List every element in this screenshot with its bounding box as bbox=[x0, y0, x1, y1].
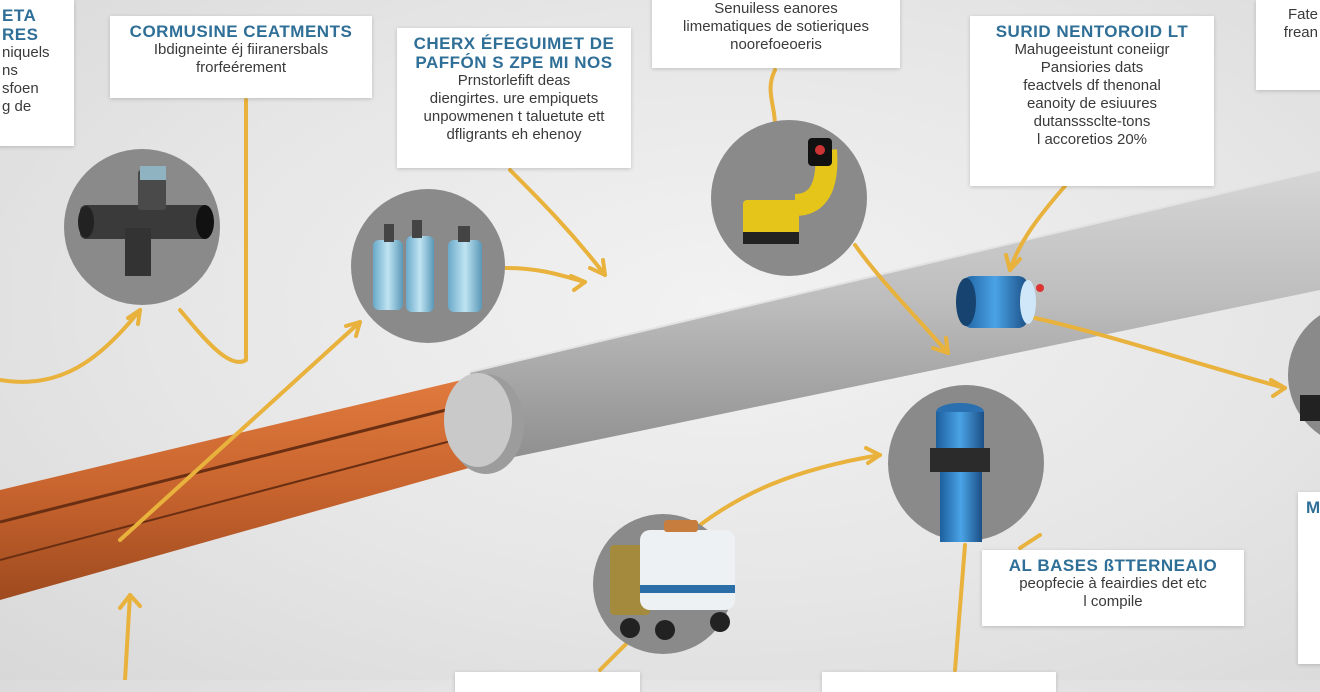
card-title: CHERX ÉFEGUIMET DE PAFFÓN S ZPE MI NOS bbox=[413, 34, 615, 72]
orange-pipe bbox=[0, 373, 524, 600]
card-corrosion-treatments: CORMUSINE CEATMENTS Ibdigneinte éj fiira… bbox=[110, 16, 372, 98]
card-body: Ibdigneinte éj fiiranersbals frorfeéreme… bbox=[153, 41, 329, 76]
gray-pipe bbox=[469, 169, 1320, 462]
card-title: M bbox=[1306, 498, 1320, 517]
card-cherx: CHERX ÉFEGUIMET DE PAFFÓN S ZPE MI NOS P… bbox=[397, 28, 631, 168]
service-truck-node bbox=[593, 514, 735, 654]
blue-coupling-node bbox=[956, 276, 1044, 328]
card-body: Prnstorlefift deas diengirtes. ure empiq… bbox=[423, 72, 605, 143]
yellow-pump-icon bbox=[743, 138, 838, 244]
card-top-center: Senuiless eanores limematiques de sotier… bbox=[652, 0, 900, 68]
pipe-component-icon bbox=[1300, 395, 1320, 421]
filter-cartridges-node bbox=[351, 189, 505, 343]
t-pipe-fitting-node bbox=[64, 149, 220, 305]
pipe-component-node bbox=[1288, 315, 1320, 435]
card-body: Fate frean bbox=[1283, 6, 1318, 41]
t-pipe-fitting-icon bbox=[78, 166, 214, 276]
card-surid: SURID NENTOROID LT Mahugeeistunt coneiig… bbox=[970, 16, 1214, 186]
blue-valve-column-node bbox=[888, 385, 1044, 542]
card-body: Mahugeeistunt coneiigr Pansiories dats f… bbox=[1014, 41, 1170, 148]
card-al-bases: AL BASES ßTTERNEAIO peopfecie à feairdie… bbox=[982, 550, 1244, 626]
card-top-left-partial: ETA RES niquels ns sfoen g de bbox=[0, 0, 74, 146]
card-body: Senuiless eanores limematiques de sotier… bbox=[683, 0, 869, 53]
card-body: niquels ns sfoen g de bbox=[2, 44, 50, 115]
filter-cartridges-icon bbox=[373, 220, 482, 312]
card-title: ETA RES bbox=[2, 6, 39, 44]
yellow-pump-node bbox=[711, 120, 867, 276]
flow-arrows bbox=[0, 68, 1287, 680]
card-bottom-stub-right bbox=[822, 672, 1056, 692]
card-right-edge-partial: M bbox=[1298, 492, 1320, 664]
card-body: peopfecie à feairdies det etc l compile bbox=[1019, 575, 1207, 610]
card-title: AL BASES ßTTERNEAIO bbox=[1008, 556, 1218, 575]
blue-valve-column-icon bbox=[930, 403, 990, 542]
card-title: SURID NENTOROID LT bbox=[995, 22, 1189, 41]
card-bottom-stub-left bbox=[455, 672, 640, 692]
card-top-right-partial: Fate frean bbox=[1256, 0, 1320, 90]
service-truck-icon bbox=[610, 520, 735, 640]
card-title: CORMUSINE CEATMENTS bbox=[129, 22, 353, 41]
blue-coupling-icon bbox=[956, 276, 1044, 328]
